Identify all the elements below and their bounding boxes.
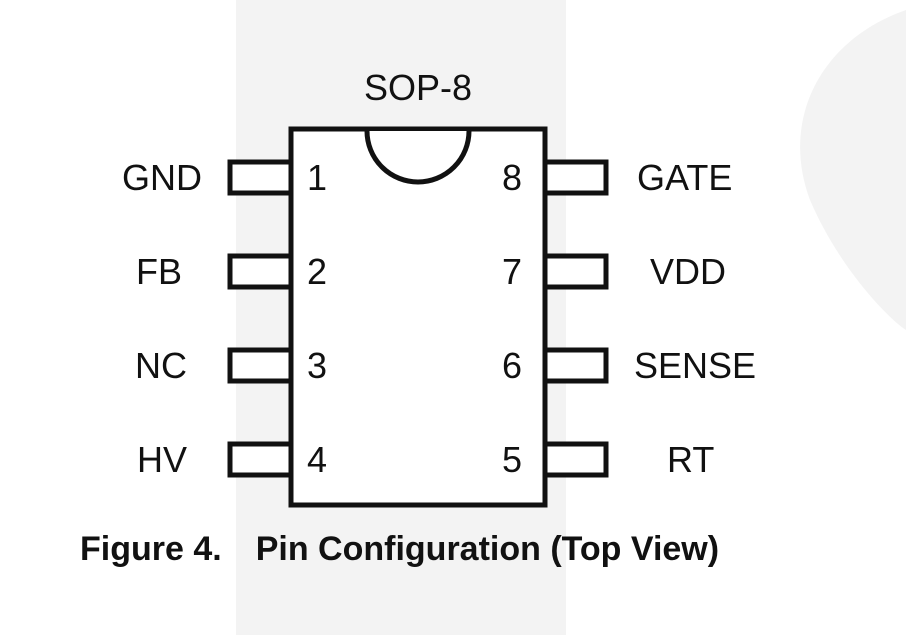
pin-lead-7 xyxy=(542,253,609,290)
pin-lead-6 xyxy=(542,347,609,384)
pin-name-7: VDD xyxy=(650,251,727,292)
pin-number-8: 8 xyxy=(501,157,523,198)
pin-lead-5 xyxy=(542,441,609,478)
pin-number-7: 7 xyxy=(501,251,523,292)
watermark-curve xyxy=(800,10,906,330)
package-name: SOP-8 xyxy=(363,67,473,108)
pin-name-5: RT xyxy=(667,439,715,480)
pin-number-4: 4 xyxy=(306,439,328,480)
pin-number-2: 2 xyxy=(306,251,328,292)
pin-number-5: 5 xyxy=(501,439,523,480)
pin-number-6: 6 xyxy=(501,345,523,386)
pin-name-1: GND xyxy=(122,157,202,198)
package-body xyxy=(288,126,548,508)
orientation-notch xyxy=(364,130,472,185)
pin-lead-3 xyxy=(227,347,294,384)
pin-lead-1 xyxy=(227,159,294,196)
pin-lead-4 xyxy=(227,441,294,478)
pin-lead-2 xyxy=(227,253,294,290)
pin-lead-8 xyxy=(542,159,609,196)
figure-title: Pin Configuration (Top View) xyxy=(255,530,720,568)
pin-name-3: NC xyxy=(135,345,187,386)
pin-name-8: GATE xyxy=(637,157,733,198)
pin-name-4: HV xyxy=(136,439,187,480)
pin-name-6: SENSE xyxy=(634,345,757,386)
pin-number-3: 3 xyxy=(306,345,328,386)
figure-caption: Figure 4. Pin Configuration (Top View) xyxy=(80,529,719,569)
pin-name-2: FB xyxy=(135,251,182,292)
figure-number: Figure 4. xyxy=(80,530,222,568)
pin-number-1: 1 xyxy=(306,157,328,198)
